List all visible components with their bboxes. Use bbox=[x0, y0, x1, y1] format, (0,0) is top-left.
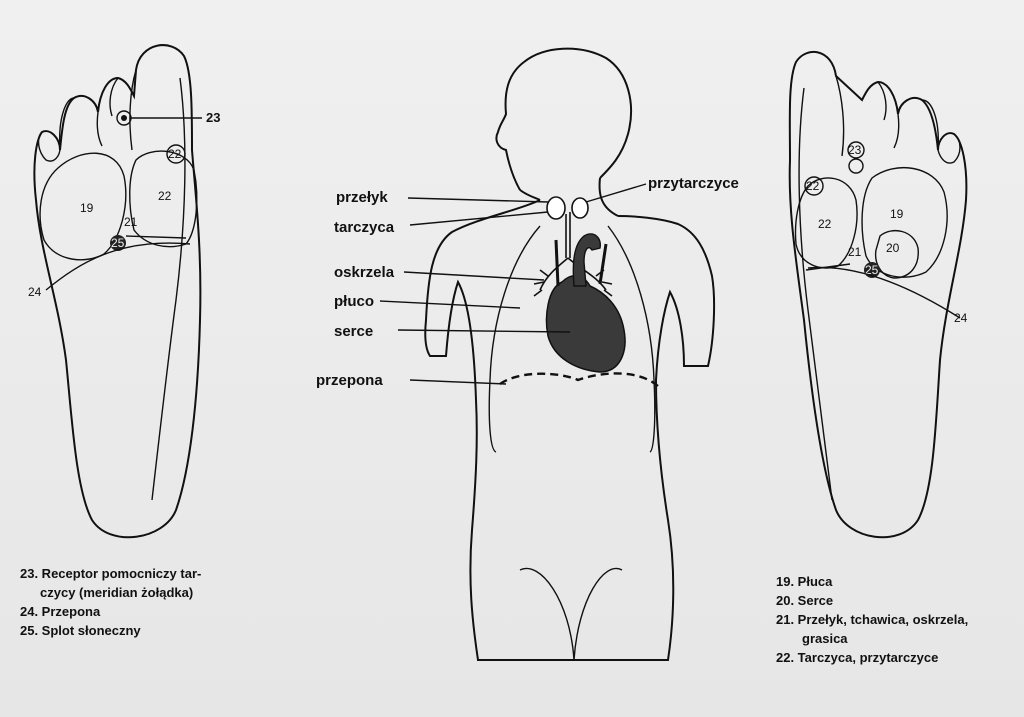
left-toe-4 bbox=[109, 77, 119, 117]
heart bbox=[545, 275, 626, 373]
neck-right bbox=[598, 177, 619, 217]
parathyroid bbox=[571, 197, 589, 219]
vessels bbox=[554, 239, 608, 287]
right-toe-2 bbox=[921, 99, 939, 151]
label-tarczyca: tarczyca bbox=[334, 219, 395, 236]
left-zone-25 bbox=[110, 235, 126, 251]
right-toe-3 bbox=[893, 113, 900, 149]
legend-left-foot: 23. Receptor pomocniczy tar- czycy (meri… bbox=[20, 564, 250, 640]
right-toe-4 bbox=[877, 81, 887, 121]
buttocks-line bbox=[519, 567, 575, 661]
left-zone-25-label: 25 bbox=[111, 236, 125, 250]
pointer-serce bbox=[397, 329, 571, 333]
right-zone-20-label: 20 bbox=[886, 241, 900, 255]
legend-left-item: 23. Receptor pomocniczy tar- bbox=[20, 566, 202, 581]
neck-left bbox=[519, 189, 541, 201]
legend-right-item: 22. Tarczyca, przytarczyce bbox=[776, 650, 939, 665]
pointer-przytarczyce bbox=[585, 183, 647, 203]
right-meridian-line bbox=[798, 87, 833, 501]
right-foot-outline bbox=[788, 51, 968, 539]
legend-left-item: czycy (meridian żołądka) bbox=[40, 585, 194, 600]
right-zone-24-label: 24 bbox=[954, 311, 968, 325]
aorta bbox=[572, 233, 601, 287]
label-oskrzela: oskrzela bbox=[334, 264, 395, 281]
left-zone-22-small bbox=[166, 144, 186, 164]
legend-right-item: grasica bbox=[802, 631, 848, 646]
left-lung bbox=[488, 225, 541, 453]
left-toe-3 bbox=[96, 111, 103, 147]
buttocks-line-2 bbox=[573, 567, 623, 661]
right-zone-24-line bbox=[807, 266, 961, 319]
right-zone-25-label: 25 bbox=[865, 263, 879, 277]
right-big-toe bbox=[835, 75, 845, 157]
head-outline bbox=[495, 47, 632, 191]
left-zone-24-line bbox=[45, 242, 191, 291]
right-zone-23-label: 23 bbox=[848, 143, 862, 157]
right-zone-19-label: 19 bbox=[890, 207, 904, 221]
left-zone-19-label: 19 bbox=[80, 201, 94, 215]
right-zone-21-label: 21 bbox=[848, 245, 862, 259]
legend-right-item: 20. Serce bbox=[776, 593, 834, 608]
legend-left-item: 25. Splot słoneczny bbox=[20, 623, 141, 638]
left-toe-1 bbox=[37, 131, 61, 162]
left-meridian-line bbox=[151, 77, 186, 501]
left-zone-24-label: 24 bbox=[28, 285, 42, 299]
left-toe-2 bbox=[58, 97, 75, 149]
right-zone-22-small-label: 22 bbox=[806, 179, 820, 193]
left-zone-23-label: 23 bbox=[206, 110, 220, 125]
right-zone-24-extra bbox=[805, 263, 851, 271]
left-zone-21-label: 21 bbox=[124, 215, 138, 229]
thyroid bbox=[546, 196, 566, 220]
right-zone-22-small bbox=[804, 176, 824, 196]
right-zone-22-label: 22 bbox=[818, 217, 832, 231]
pointer-przepona bbox=[409, 379, 507, 385]
pointer-pluco bbox=[379, 300, 521, 309]
right-zone-23 bbox=[847, 141, 865, 159]
right-zone-23-inner bbox=[848, 158, 864, 174]
left-zone-23-inner bbox=[121, 115, 127, 121]
left-foot: 19 22 22 23 21 25 24 bbox=[28, 44, 220, 539]
human-torso: przełyk tarczyca oskrzela płuco serce pr… bbox=[316, 47, 739, 661]
right-foot: 22 22 23 19 20 21 25 24 bbox=[788, 51, 968, 539]
left-big-toe bbox=[129, 69, 137, 151]
legend-right-item: 21. Przełyk, tchawica, oskrzela, bbox=[776, 612, 969, 627]
label-przytarczyce: przytarczyce bbox=[648, 175, 739, 192]
label-serce: serce bbox=[334, 323, 373, 340]
pointer-tarczyca bbox=[409, 211, 549, 226]
left-zone-22-label: 22 bbox=[158, 189, 172, 203]
right-toe-1 bbox=[937, 133, 961, 164]
right-zone-19 bbox=[861, 166, 948, 278]
left-zone-22-small-label: 22 bbox=[168, 147, 182, 161]
body-outline bbox=[424, 199, 716, 661]
label-pluco: płuco bbox=[334, 293, 374, 310]
label-przelyk: przełyk bbox=[336, 189, 388, 206]
pointer-przelyk bbox=[407, 197, 549, 203]
legend-right-item: 19. Płuca bbox=[776, 574, 833, 589]
right-lung bbox=[607, 225, 656, 453]
label-przepona: przepona bbox=[316, 372, 383, 389]
diaphragm bbox=[499, 372, 661, 389]
left-zone-24-extra bbox=[125, 235, 187, 239]
legend-right-foot: 19. Płuca 20. Serce 21. Przełyk, tchawic… bbox=[776, 572, 1021, 667]
legend-left-item: 24. Przepona bbox=[20, 604, 101, 619]
pointer-oskrzela bbox=[403, 271, 545, 281]
